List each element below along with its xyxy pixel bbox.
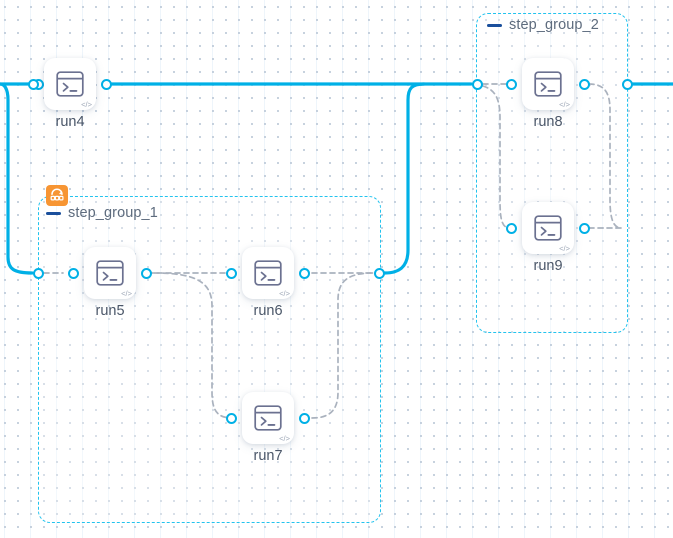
node-label: run8 bbox=[533, 114, 563, 130]
node-run6[interactable]: </> run6 bbox=[226, 247, 310, 319]
port-group1-output[interactable] bbox=[373, 267, 385, 279]
collapse-toggle-icon[interactable] bbox=[487, 23, 502, 27]
port-output[interactable] bbox=[101, 78, 112, 90]
node-card[interactable]: </> bbox=[44, 58, 96, 110]
node-card[interactable]: </> bbox=[84, 247, 136, 299]
loop-retry-icon[interactable] bbox=[46, 185, 68, 206]
terminal-icon bbox=[254, 405, 282, 431]
terminal-icon bbox=[534, 215, 562, 241]
node-label: run7 bbox=[253, 448, 283, 464]
port-group2-output[interactable] bbox=[621, 78, 633, 90]
node-run4[interactable]: </> run4 bbox=[28, 58, 112, 130]
node-run9[interactable]: </> run9 bbox=[506, 202, 590, 274]
node-card[interactable]: </> bbox=[522, 202, 574, 254]
port-output[interactable] bbox=[299, 267, 310, 279]
code-badge: </> bbox=[81, 99, 92, 109]
edge-branch-down bbox=[0, 82, 34, 275]
edge-group1-rejoin bbox=[383, 82, 426, 275]
code-badge: </> bbox=[121, 288, 132, 298]
port-input[interactable] bbox=[28, 78, 39, 90]
node-label: run4 bbox=[55, 114, 85, 130]
node-card[interactable]: </> bbox=[522, 58, 574, 110]
node-label: run6 bbox=[253, 303, 283, 319]
node-label: run5 bbox=[95, 303, 125, 319]
port-output[interactable] bbox=[299, 412, 310, 424]
port-group1-input[interactable] bbox=[32, 267, 44, 279]
code-badge: </> bbox=[559, 243, 570, 253]
terminal-icon bbox=[96, 260, 124, 286]
group-title: step_group_2 bbox=[509, 17, 599, 33]
terminal-icon bbox=[534, 71, 562, 97]
group-box-step-group-1[interactable] bbox=[38, 196, 381, 523]
port-input[interactable] bbox=[506, 78, 517, 90]
terminal-icon bbox=[254, 260, 282, 286]
node-card[interactable]: </> bbox=[242, 392, 294, 444]
group-label-step-group-2[interactable]: step_group_2 bbox=[487, 17, 599, 33]
port-input[interactable] bbox=[226, 267, 237, 279]
group-title: step_group_1 bbox=[68, 205, 158, 221]
code-badge: </> bbox=[279, 433, 290, 443]
port-output[interactable] bbox=[141, 267, 152, 279]
node-card[interactable]: </> bbox=[242, 247, 294, 299]
code-badge: </> bbox=[279, 288, 290, 298]
terminal-icon bbox=[56, 71, 84, 97]
node-label: run9 bbox=[533, 258, 563, 274]
port-group2-input[interactable] bbox=[471, 78, 483, 90]
port-input[interactable] bbox=[226, 412, 237, 424]
node-run7[interactable]: </> run7 bbox=[226, 392, 310, 464]
port-input[interactable] bbox=[506, 222, 517, 234]
code-badge: </> bbox=[559, 99, 570, 109]
collapse-toggle-icon[interactable] bbox=[46, 211, 61, 215]
port-output[interactable] bbox=[579, 222, 590, 234]
node-run8[interactable]: </> run8 bbox=[506, 58, 590, 130]
port-output[interactable] bbox=[579, 78, 590, 90]
node-run5[interactable]: </> run5 bbox=[68, 247, 152, 319]
port-input[interactable] bbox=[68, 267, 79, 279]
group-label-step-group-1[interactable]: step_group_1 bbox=[46, 205, 158, 221]
